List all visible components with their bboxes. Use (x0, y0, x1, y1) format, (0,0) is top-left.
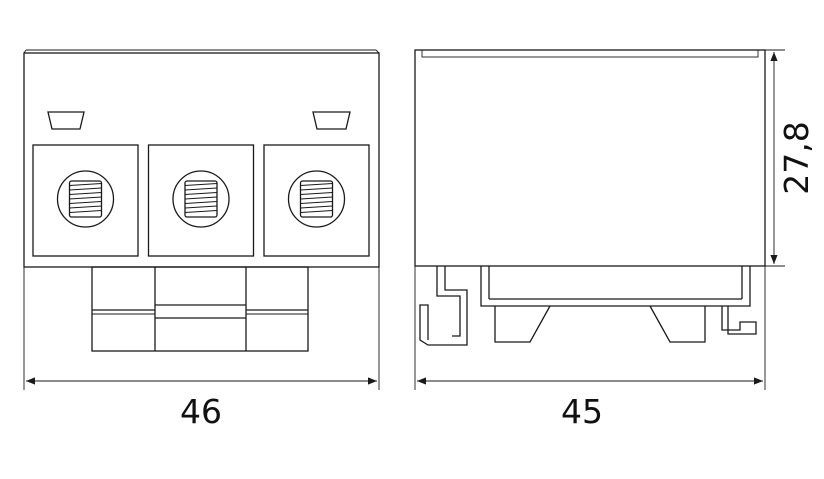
screw-icon (184, 180, 218, 218)
side-body (414, 49, 766, 267)
din-rail-clip-left (419, 266, 468, 346)
screw-opening (56, 170, 115, 228)
dimension-label-45: 45 (561, 392, 603, 431)
dimension-label-27-8: 27,8 (777, 121, 816, 194)
dimension-side-height: 27,8 (765, 49, 816, 267)
screw-icon (299, 180, 334, 218)
side-mounting-foot (480, 266, 751, 343)
screw-opening (172, 170, 230, 228)
front-view (23, 49, 380, 352)
screw-opening (287, 170, 346, 228)
screw-icon (68, 180, 103, 218)
side-view (414, 49, 766, 346)
dimension-label-46: 46 (180, 392, 222, 431)
side-top-strip (421, 49, 759, 58)
release-tab-left (47, 111, 85, 130)
release-tab-right (312, 111, 351, 130)
din-rail-hook-right (721, 306, 757, 335)
terminal-block (263, 144, 370, 257)
terminal-block (147, 144, 255, 257)
front-body (23, 52, 380, 268)
terminal-block (32, 144, 139, 257)
front-base (91, 266, 309, 352)
dimension-front-width: 46 (23, 267, 380, 431)
terminal-group (32, 144, 370, 257)
dimension-side-width: 45 (414, 266, 766, 431)
front-top-chamfer (23, 49, 380, 54)
